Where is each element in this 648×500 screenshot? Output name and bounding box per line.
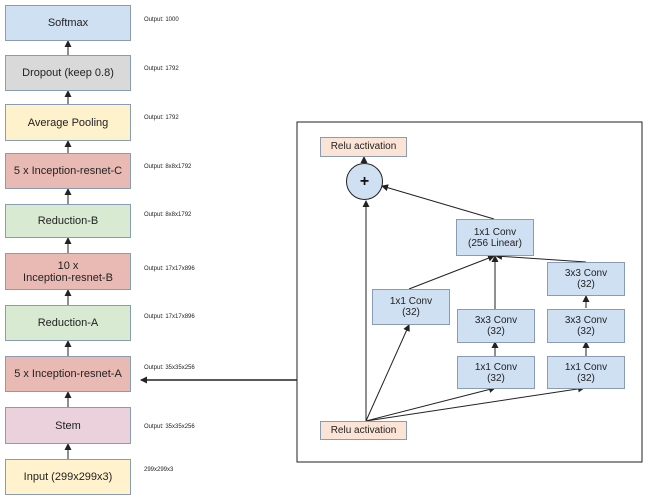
branch3-conv3b-line1: 3x3 Conv <box>564 315 608 326</box>
conv-linear-line2: (256 Linear) <box>468 237 522 249</box>
block-relu-bottom: Relu activation <box>320 421 407 440</box>
arrow-relu-to-conv3 <box>365 385 585 422</box>
block-branch3-conv3x3-mid: 3x3 Conv (32) <box>547 309 625 343</box>
block-branch1-conv1x1: 1x1 Conv (32) <box>372 289 450 325</box>
branch1-conv-line2: (32) <box>402 307 420 318</box>
node-avg-pooling: Average Pooling <box>5 104 131 141</box>
node-softmax: Softmax <box>5 5 131 41</box>
branch2-conv3-line2: (32) <box>487 326 505 337</box>
branch3-conv3b-line2: (32) <box>577 326 595 337</box>
node-inception-resnet-c: 5 x Inception-resnet-C <box>5 153 131 189</box>
node-reduction-a: Reduction-A <box>5 305 131 341</box>
output-softmax: Output: 1000 <box>144 17 179 23</box>
block-branch3-conv3x3-top: 3x3 Conv (32) <box>547 262 625 296</box>
node-inception-resnet-a: 5 x Inception-resnet-A <box>5 356 131 392</box>
block-conv-linear: 1x1 Conv (256 Linear) <box>456 219 534 256</box>
plus-icon: + <box>346 163 383 200</box>
node-dropout: Dropout (keep 0.8) <box>5 55 131 91</box>
branch2-conv1-line2: (32) <box>487 372 505 384</box>
node-reduction-b: Reduction-B <box>5 204 131 238</box>
output-stem: Output: 35x35x256 <box>144 424 195 430</box>
output-inception-resnet-a: Output: 35x35x256 <box>144 365 195 371</box>
block-branch3-conv1x1: 1x1 Conv (32) <box>547 356 625 389</box>
arrow-relu-to-conv1 <box>365 324 410 422</box>
node-stem: Stem <box>5 407 131 444</box>
output-reduction-a: Output: 17x17x896 <box>144 314 195 320</box>
branch3-conv1-line1: 1x1 Conv <box>564 361 608 373</box>
output-avg-pooling: Output: 1792 <box>144 115 179 121</box>
branch1-conv-line1: 1x1 Conv <box>389 296 433 307</box>
branch2-conv3-line1: 3x3 Conv <box>474 315 518 326</box>
output-dropout: Output: 1792 <box>144 66 179 72</box>
block-branch2-conv1x1: 1x1 Conv (32) <box>457 356 535 389</box>
inception-resnet-b-line1: 10 x <box>57 259 79 272</box>
arrow-b1-to-linear <box>408 254 495 290</box>
block-branch2-conv3x3: 3x3 Conv (32) <box>457 309 535 343</box>
branch3-conv3a-line1: 3x3 Conv <box>564 268 608 279</box>
output-inception-resnet-c: Output: 8x8x1792 <box>144 164 192 170</box>
inception-resnet-b-line2: Inception-resnet-B <box>23 271 113 284</box>
arrow-b3a-to-linear <box>495 252 587 263</box>
node-inception-resnet-b: 10 x Inception-resnet-B <box>5 253 131 290</box>
node-input: Input (299x299x3) <box>5 459 131 495</box>
detail-panel-frame <box>296 121 643 463</box>
arrow-relu-to-conv2 <box>365 386 496 422</box>
branch3-conv1-line2: (32) <box>577 372 595 384</box>
conv-linear-line1: 1x1 Conv <box>473 226 517 238</box>
block-relu-top: Relu activation <box>320 137 407 157</box>
branch3-conv3a-line2: (32) <box>577 279 595 290</box>
output-inception-resnet-b: Output: 17x17x896 <box>144 266 195 272</box>
output-reduction-b: Output: 8x8x1792 <box>144 212 192 218</box>
output-input: 299x299x3 <box>144 467 174 473</box>
arrow-linear-to-plus <box>381 184 495 220</box>
branch2-conv1-line1: 1x1 Conv <box>474 361 518 373</box>
